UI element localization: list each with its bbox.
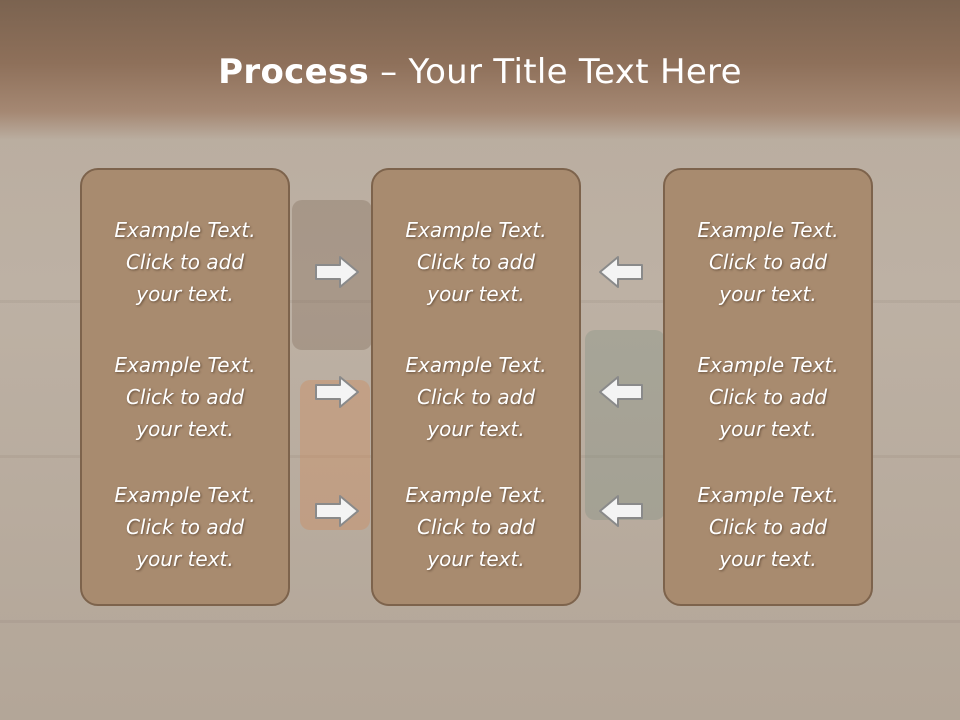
text-line: Example Text.: [697, 483, 839, 507]
arrow-left-icon[interactable]: [598, 374, 644, 410]
text-placeholder[interactable]: Example Text. Click to add your text.: [373, 349, 579, 445]
title-bar: [0, 0, 960, 140]
text-placeholder[interactable]: Example Text. Click to add your text.: [665, 479, 871, 575]
text-line: Click to add: [125, 385, 245, 409]
slide-title[interactable]: Process – Your Title Text Here: [0, 52, 960, 92]
text-placeholder[interactable]: Example Text. Click to add your text.: [82, 349, 288, 445]
arrow-right-icon[interactable]: [314, 254, 360, 290]
text-line: your text.: [719, 417, 817, 441]
text-line: Example Text.: [114, 483, 256, 507]
text-line: Click to add: [416, 385, 536, 409]
arrow-right-icon[interactable]: [314, 374, 360, 410]
text-line: Click to add: [125, 250, 245, 274]
text-line: Example Text.: [697, 353, 839, 377]
text-line: your text.: [427, 282, 525, 306]
text-line: your text.: [136, 417, 234, 441]
text-line: Click to add: [708, 385, 828, 409]
text-line: your text.: [719, 547, 817, 571]
text-line: Click to add: [416, 515, 536, 539]
text-line: Click to add: [125, 515, 245, 539]
text-line: Example Text.: [405, 218, 547, 242]
text-line: Click to add: [708, 250, 828, 274]
text-line: your text.: [136, 547, 234, 571]
text-line: Example Text.: [405, 483, 547, 507]
text-line: Example Text.: [697, 218, 839, 242]
text-line: Click to add: [416, 250, 536, 274]
text-placeholder[interactable]: Example Text. Click to add your text.: [373, 214, 579, 310]
process-box-right[interactable]: Example Text. Click to add your text. Ex…: [663, 168, 873, 606]
title-bold: Process: [218, 52, 370, 92]
process-box-left[interactable]: Example Text. Click to add your text. Ex…: [80, 168, 290, 606]
text-placeholder[interactable]: Example Text. Click to add your text.: [82, 479, 288, 575]
text-line: your text.: [427, 417, 525, 441]
arrow-left-icon[interactable]: [598, 493, 644, 529]
text-line: Example Text.: [114, 353, 256, 377]
text-line: Example Text.: [114, 218, 256, 242]
wood-grain: [0, 620, 960, 623]
text-line: Example Text.: [405, 353, 547, 377]
process-box-center[interactable]: Example Text. Click to add your text. Ex…: [371, 168, 581, 606]
text-line: Click to add: [708, 515, 828, 539]
text-line: your text.: [136, 282, 234, 306]
spool-image: [585, 330, 665, 520]
text-placeholder[interactable]: Example Text. Click to add your text.: [665, 214, 871, 310]
arrow-left-icon[interactable]: [598, 254, 644, 290]
text-line: your text.: [427, 547, 525, 571]
text-placeholder[interactable]: Example Text. Click to add your text.: [82, 214, 288, 310]
title-rest: – Your Title Text Here: [369, 52, 742, 92]
text-line: your text.: [719, 282, 817, 306]
arrow-right-icon[interactable]: [314, 493, 360, 529]
text-placeholder[interactable]: Example Text. Click to add your text.: [665, 349, 871, 445]
text-placeholder[interactable]: Example Text. Click to add your text.: [373, 479, 579, 575]
